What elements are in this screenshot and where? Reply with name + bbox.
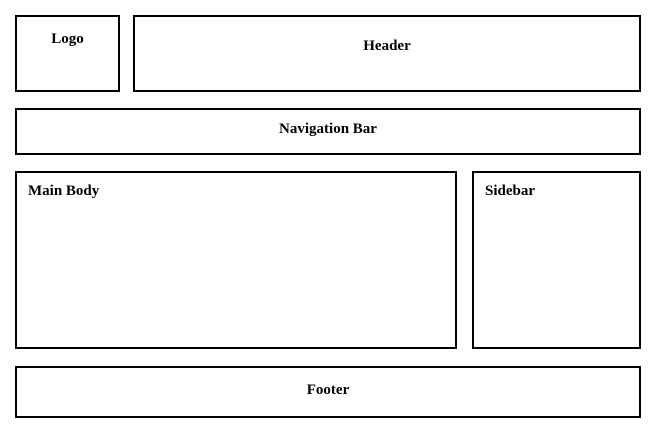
sidebar-region: Sidebar	[472, 171, 641, 349]
header-region: Header	[133, 15, 641, 92]
logo-region: Logo	[15, 15, 120, 92]
navigation-bar-region-label: Navigation Bar	[279, 121, 377, 137]
navigation-bar-region: Navigation Bar	[15, 108, 641, 155]
footer-region-label: Footer	[306, 382, 350, 398]
footer-region: Footer	[15, 366, 641, 418]
main-body-region: Main Body	[15, 171, 457, 349]
logo-region-label: Logo	[51, 31, 84, 47]
header-region-label: Header	[363, 38, 411, 54]
main-body-region-label: Main Body	[28, 183, 100, 199]
sidebar-region-label: Sidebar	[485, 183, 536, 199]
